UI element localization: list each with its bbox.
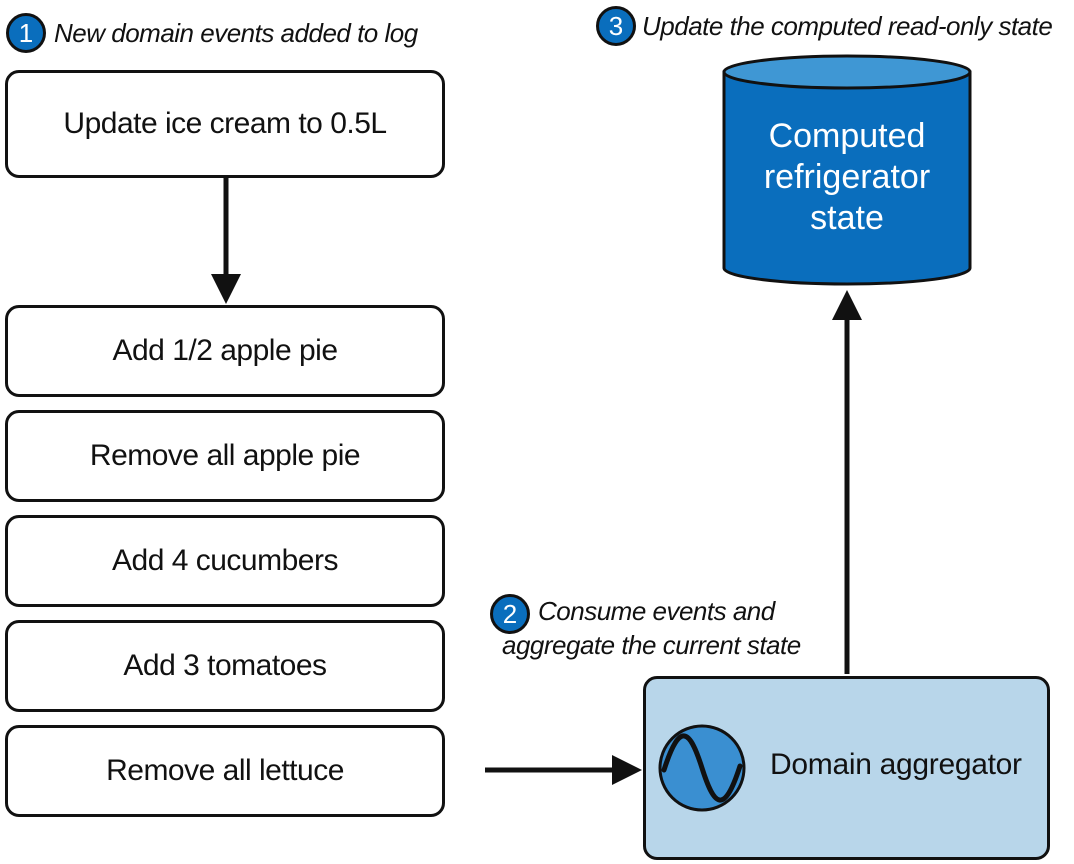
event-box: Remove all apple pie — [5, 410, 445, 502]
database-label-line-1: Computed — [768, 117, 926, 155]
event-box: Add 4 cucumbers — [5, 515, 445, 607]
step-3-text: Update the computed read-only state — [642, 10, 1053, 41]
latest-event-box: Update ice cream to 0.5L — [5, 70, 445, 178]
domain-aggregator-label: Domain aggregator — [770, 748, 1022, 781]
arrow-to-aggregator — [485, 755, 642, 785]
event-box: Add 3 tomatoes — [5, 620, 445, 712]
database-cylinder — [722, 54, 972, 286]
arrow-to-database — [832, 290, 862, 674]
database-label: Computed refrigerator state — [724, 116, 970, 239]
step-2-text: Consume events and — [538, 596, 775, 627]
arrow-log-down — [211, 178, 241, 304]
event-box: Remove all lettuce — [5, 725, 445, 817]
step-3-callout: 3 Update the computed read-only state — [596, 6, 1053, 46]
step-3-badge: 3 — [596, 6, 636, 46]
step-2-line-1: Consume events and — [538, 596, 775, 626]
step-1-callout: 1 New domain events added to log — [6, 13, 418, 53]
step-2-badge: 2 — [490, 594, 530, 634]
step-2-line-2: aggregate the current state — [502, 630, 801, 660]
step-1-text: New domain events added to log — [54, 17, 418, 48]
database-label-line-2: refrigerator — [763, 158, 931, 196]
database-label-line-3: state — [810, 199, 884, 237]
event-box: Add 1/2 apple pie — [5, 305, 445, 397]
step-2-text-continued: aggregate the current state — [502, 630, 801, 661]
step-1-badge: 1 — [6, 13, 46, 53]
